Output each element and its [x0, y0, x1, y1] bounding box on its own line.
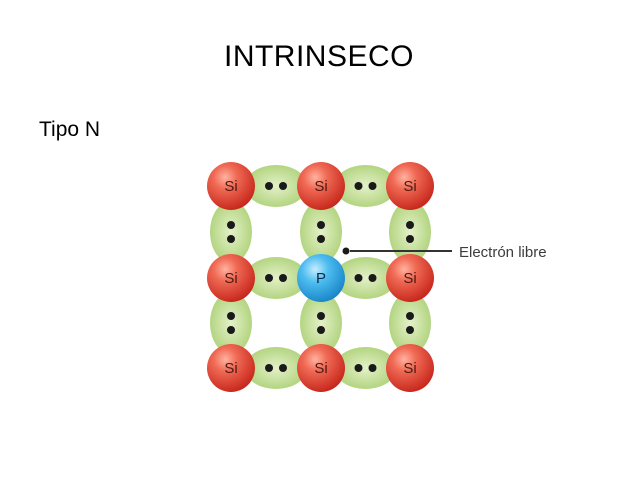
valence-electron	[368, 182, 377, 190]
atom-label: Si	[314, 360, 327, 377]
electrons-layer	[227, 182, 414, 372]
atom-label: Si	[403, 270, 416, 287]
silicon-atom	[207, 162, 255, 210]
silicon-atom	[297, 162, 345, 210]
atom-label: Si	[224, 360, 237, 377]
valence-electron	[354, 274, 363, 282]
valence-electron	[317, 235, 325, 243]
bond-vertical	[389, 292, 431, 354]
valence-electron	[227, 326, 235, 334]
bond-vertical	[300, 201, 342, 263]
valence-electron	[265, 364, 273, 372]
atom-label: Si	[403, 178, 416, 195]
valence-electron	[279, 182, 287, 190]
valence-electron	[279, 364, 287, 372]
valence-electron	[406, 221, 414, 229]
valence-electron	[265, 182, 273, 190]
atom-label: Si	[224, 178, 237, 195]
valence-electron	[227, 221, 235, 229]
silicon-atom	[207, 344, 255, 392]
phosphorus-atom	[297, 254, 345, 302]
silicon-atom	[386, 254, 434, 302]
valence-electron	[317, 221, 325, 229]
atom-label: Si	[224, 270, 237, 287]
valence-electron	[354, 182, 363, 190]
valence-electron	[265, 274, 273, 282]
valence-electron	[279, 274, 287, 282]
bond-horizontal	[245, 165, 307, 207]
bond-horizontal	[334, 347, 397, 389]
bond-horizontal	[245, 347, 307, 389]
atom-label: P	[316, 270, 326, 287]
valence-electron	[317, 312, 325, 320]
bond-vertical	[300, 292, 342, 354]
valence-electron	[406, 235, 414, 243]
atom-label: Si	[314, 178, 327, 195]
callout-label: Electrón libre	[459, 244, 547, 261]
valence-electron	[227, 235, 235, 243]
valence-electron	[354, 364, 363, 372]
slide-subtitle: Tipo N	[39, 118, 101, 141]
bond-vertical	[389, 201, 431, 263]
callout-layer: Electrón libre	[342, 244, 547, 261]
valence-electron	[368, 274, 377, 282]
valence-electron	[406, 312, 414, 320]
bond-vertical	[210, 292, 252, 354]
valence-electron	[368, 364, 377, 372]
free-electron	[342, 247, 350, 255]
bond-horizontal	[334, 165, 397, 207]
atom-label: Si	[403, 360, 416, 377]
silicon-atom	[386, 344, 434, 392]
valence-electron	[317, 326, 325, 334]
silicon-atom	[207, 254, 255, 302]
valence-electron	[227, 312, 235, 320]
bond-vertical	[210, 201, 252, 263]
bond-horizontal	[334, 257, 397, 299]
bond-horizontal	[245, 257, 307, 299]
bonds-layer	[210, 165, 431, 389]
silicon-atom	[386, 162, 434, 210]
slide-title: INTRINSECO	[223, 40, 414, 73]
valence-electron	[406, 326, 414, 334]
silicon-atom	[297, 344, 345, 392]
